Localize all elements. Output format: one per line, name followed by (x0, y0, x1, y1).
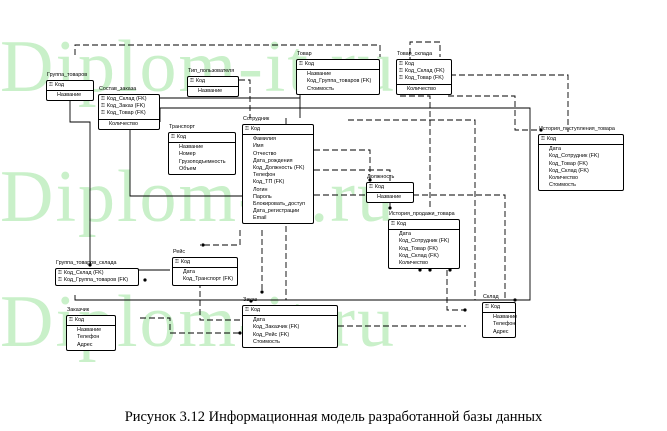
attribute-field: Стоимость (307, 85, 334, 92)
key-field: Код (245, 307, 335, 314)
entity-sostav-zakaza: Состав_заказа Код_Склад (FK) Код_Заказ (… (98, 86, 160, 130)
key-field: Код (391, 221, 457, 228)
attribute-field: Дата (183, 269, 195, 276)
entity-title: Заказ (243, 297, 258, 303)
entity-reys: Рейс Код Дата Код_Транспорт (FK) (172, 249, 238, 286)
attribute-field: Пароль (253, 193, 272, 200)
attribute-field: Номер (179, 151, 196, 158)
entity-istoriya-prodazhi: История_продажи_товара Код Дата Код_Сотр… (388, 211, 460, 270)
attribute-field: Телефон (77, 334, 100, 341)
attribute-field: Фамилия (253, 136, 276, 143)
attribute-field: Код_Сотрудник (FK) (399, 238, 450, 245)
entity-title: Состав_заказа (99, 86, 137, 92)
entity-title: Склад (483, 294, 499, 300)
entity-title: Сотрудник (243, 116, 270, 122)
attribute-field: Количество (407, 85, 436, 92)
attribute-field: Дата (253, 317, 265, 324)
attribute-field: Код_Сотрудник (FK) (549, 153, 600, 160)
key-field: Код_Склад (FK) (58, 270, 136, 277)
entity-zakazchik: Заказчик Код Название Телефон Адрес (66, 307, 116, 351)
attribute-field: Название (77, 327, 102, 334)
key-field: Код (541, 136, 621, 143)
attribute-field: Название (179, 144, 204, 151)
attribute-field: Грузоподъемность (179, 158, 226, 165)
key-field: Код_Склад (FK) (101, 96, 157, 103)
attribute-field: Код_Склад (FK) (399, 252, 439, 259)
attribute-field: Код_Транспорт (FK) (183, 276, 234, 283)
attribute-field: Объем (179, 165, 197, 172)
entity-tovar-sklada: Товар_склада Код Код_Склад (FK) Код_Това… (396, 51, 452, 95)
attribute-field: Код_Группа_товаров (FK) (307, 78, 372, 85)
entity-title: История_поступления_товара (539, 126, 615, 132)
entity-sotrudnik: Сотрудник Код Фамилия Имя Отчество Дата_… (242, 116, 314, 225)
key-field: Код (49, 82, 91, 89)
key-field: Код_Товар (FK) (399, 75, 449, 82)
attribute-field: Название (57, 92, 82, 99)
key-field: Код_Товар (FK) (101, 110, 157, 117)
attribute-field: Стоимость (253, 338, 280, 345)
entity-title: Тип_пользователя (188, 68, 235, 74)
key-field: Код_Склад (FK) (399, 68, 449, 75)
attribute-field: Отчество (253, 150, 277, 157)
key-field: Код_Заказ (FK) (101, 103, 157, 110)
attribute-field: Дата (399, 231, 411, 238)
entity-title: Транспорт (169, 124, 195, 130)
attribute-field: Стоимость (549, 182, 576, 189)
attribute-field: Количество (399, 259, 428, 266)
attribute-field: Блокировать_доступ (253, 200, 305, 207)
entity-transport: Транспорт Код Название Номер Грузоподъем… (168, 124, 236, 175)
attribute-field: Название (198, 88, 223, 95)
attribute-field: Телефон (493, 321, 516, 328)
attribute-field: Код_Товар (FK) (399, 245, 438, 252)
entity-title: Товар (297, 51, 312, 57)
attribute-field: Код_Должность (FK) (253, 164, 305, 171)
key-field: Код (399, 61, 449, 68)
attribute-field: Код_Заказчик (FK) (253, 324, 300, 331)
entity-dolzhnost: Должность Код Название (366, 174, 414, 204)
attribute-field: Количество (549, 174, 578, 181)
entity-title: Заказчик (67, 307, 90, 313)
entity-title: История_продажи_товара (389, 211, 455, 217)
entity-title: Группа_товаров_склада (56, 260, 117, 266)
attribute-field: Код_Товар (FK) (549, 160, 588, 167)
entity-gruppa-tovarov-sklada: Группа_товаров_склада Код_Склад (FK) Код… (55, 260, 139, 287)
key-field: Код (485, 304, 513, 311)
attribute-field: Адрес (77, 341, 93, 348)
attribute-field: Имя (253, 143, 264, 150)
entity-istoriya-postupleniya: История_поступления_товара Код Дата Код_… (538, 126, 624, 192)
key-field: Код (190, 78, 236, 85)
entity-title: Должность (367, 174, 395, 180)
key-field: Код (175, 259, 235, 266)
attribute-field: Дата_регистрации (253, 208, 300, 215)
key-field: Код (299, 61, 377, 68)
attribute-field: Название (493, 314, 518, 321)
attribute-field: Код_Склад (FK) (549, 167, 589, 174)
attribute-field: Код_Рейс (FK) (253, 331, 290, 338)
key-field: Код (369, 184, 411, 191)
key-field: Код (245, 126, 311, 133)
entity-zakaz: Заказ Код Дата Код_Заказчик (FK) Код_Рей… (242, 297, 338, 348)
attribute-field: Код_ТП (FK) (253, 179, 285, 186)
attribute-field: Телефон (253, 172, 276, 179)
figure-caption: Рисунок 3.12 Информационная модель разра… (124, 409, 543, 425)
entity-title: Группа_товаров (47, 72, 88, 78)
attribute-field: Название (307, 71, 332, 78)
entity-gruppa-tovarov: Группа_товаров Код Название (46, 72, 94, 102)
attribute-field: Дата (549, 146, 561, 153)
entity-title: Рейс (173, 249, 186, 255)
attribute-field: Email (253, 215, 267, 222)
entity-tovar: Товар Код Название Код_Группа_товаров (F… (296, 51, 380, 95)
key-field: Код_Группа_товаров (FK) (58, 277, 136, 284)
entity-title: Товар_склада (397, 51, 433, 57)
attribute-field: Количество (109, 120, 138, 127)
attribute-field: Дата_рождения (253, 157, 293, 164)
attribute-field: Логин (253, 186, 268, 193)
attribute-field: Название (377, 194, 402, 201)
entity-sklad: Склад Код Название Телефон Адрес (482, 294, 518, 338)
key-field: Код (171, 134, 233, 141)
attribute-field: Адрес (493, 328, 509, 335)
key-field: Код (69, 317, 113, 324)
entity-tip-polzovatelya: Тип_пользователя Код Название (187, 68, 239, 98)
